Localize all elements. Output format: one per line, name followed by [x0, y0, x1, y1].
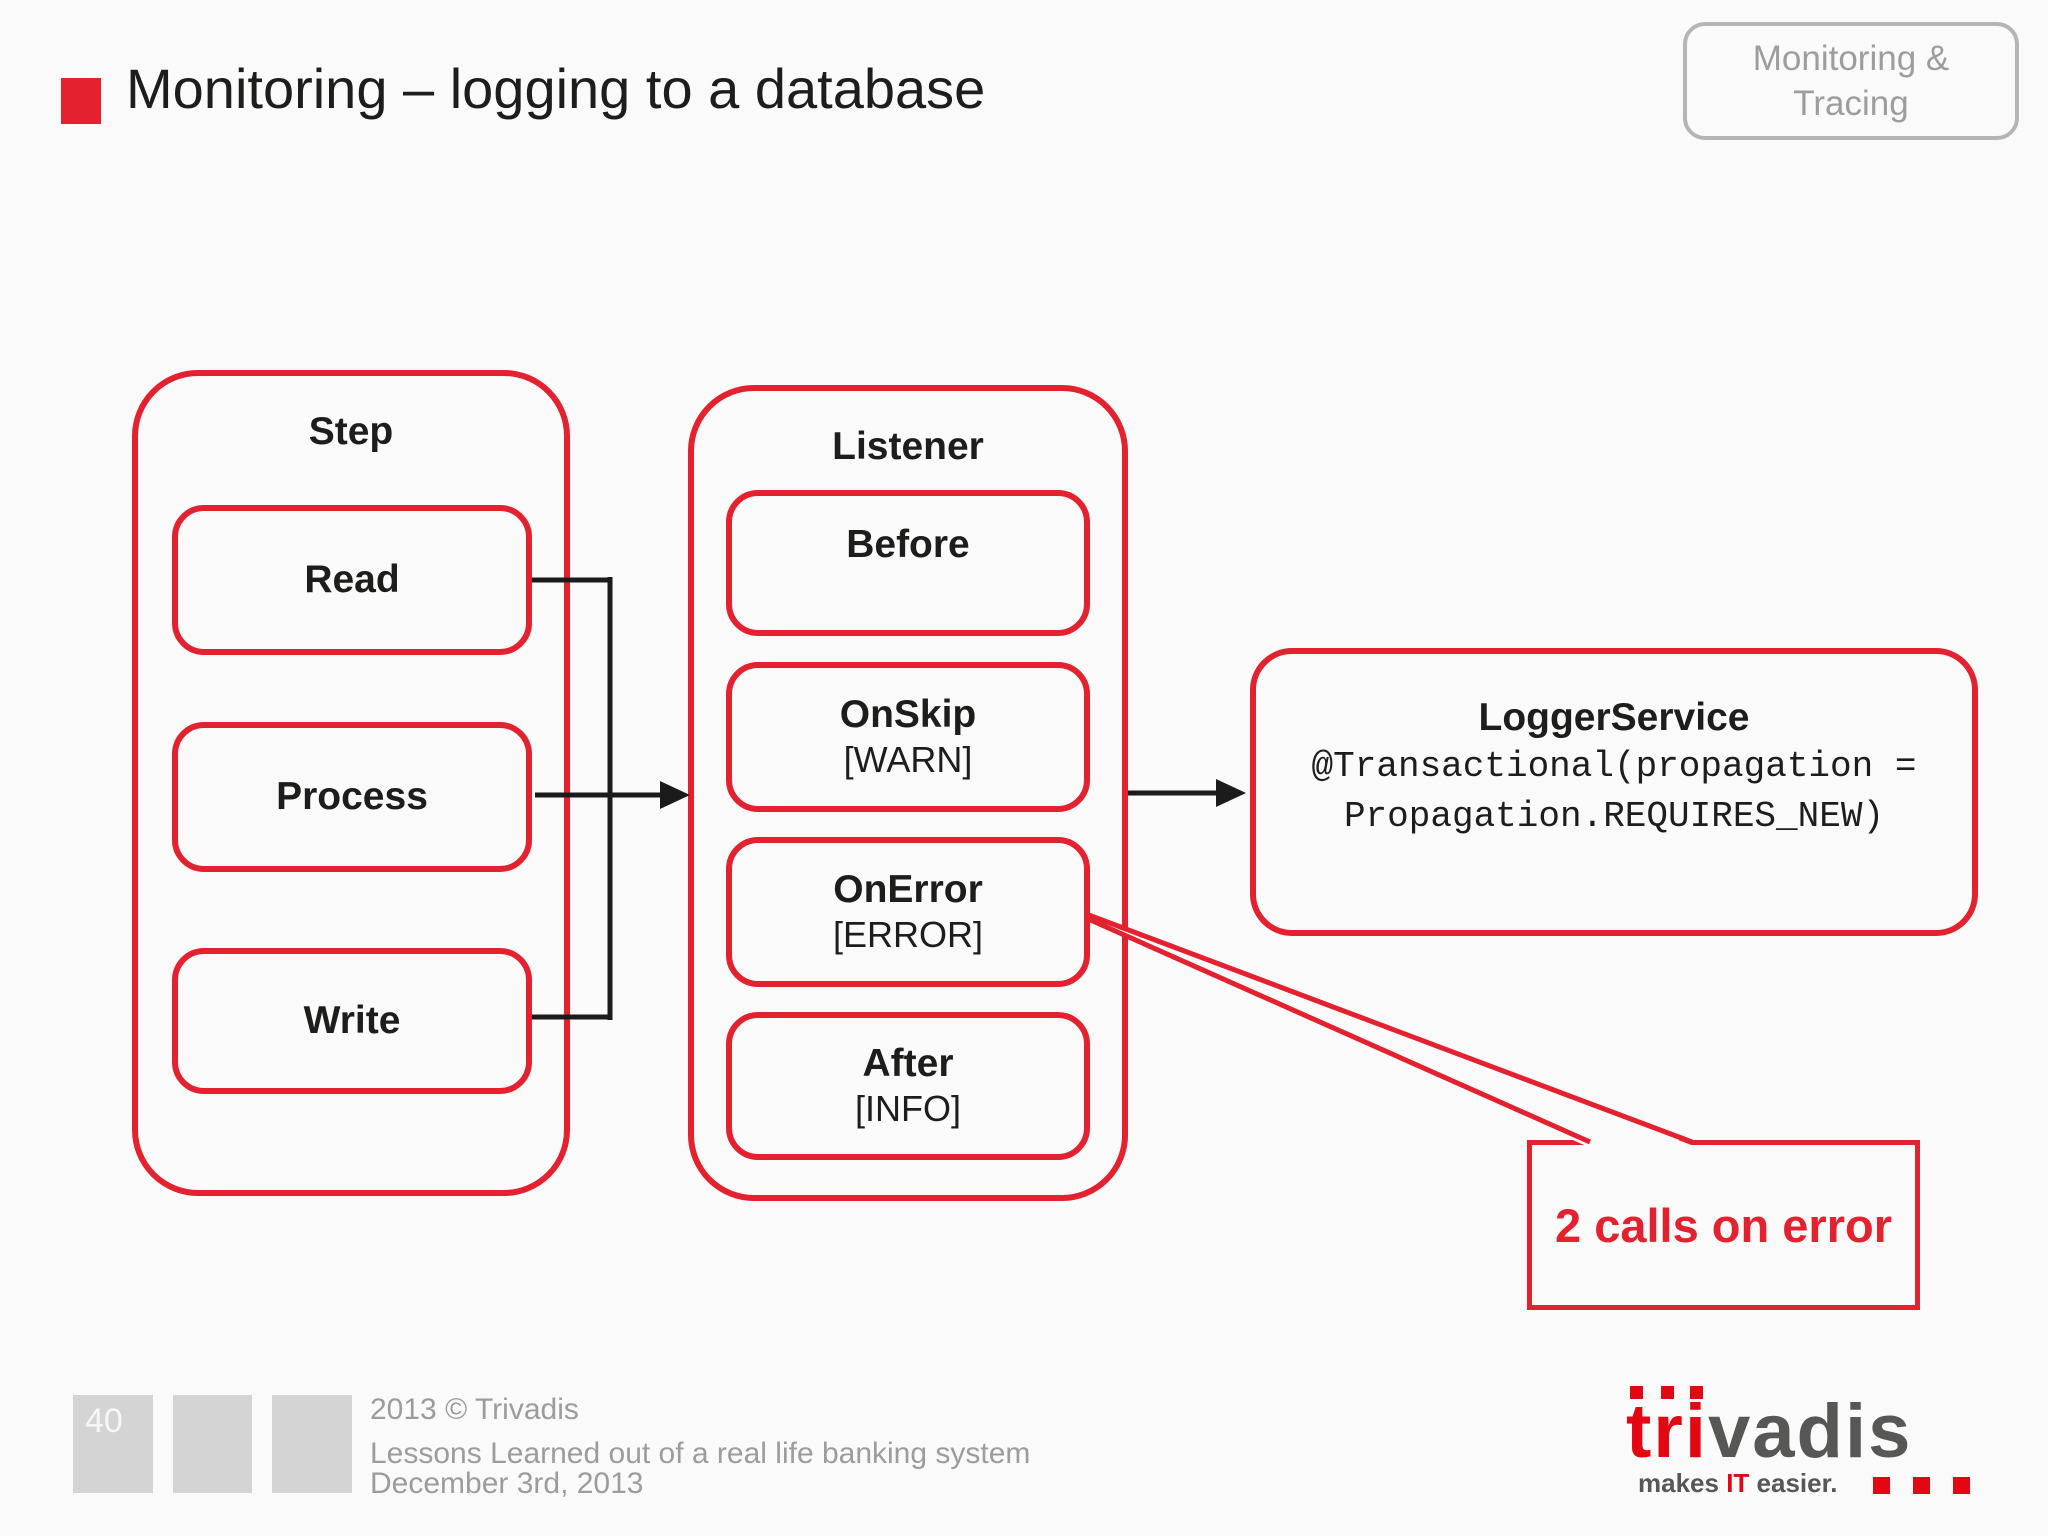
logo-brand-square-icon: [1953, 1477, 1970, 1494]
node-after-level: [INFO]: [855, 1088, 961, 1129]
section-badge-label: Monitoring & Tracing: [1752, 39, 1950, 123]
footer-square-2: [173, 1395, 252, 1493]
logo-brand-red: tri: [1626, 1389, 1708, 1474]
step-group: Step: [132, 370, 570, 1196]
callout-leader-upper: [1085, 911, 1693, 1145]
footer-square-3: [272, 1395, 352, 1493]
node-write: Write: [172, 948, 532, 1094]
page-number: 40: [85, 1402, 123, 1440]
footer-date: December 3rd, 2013: [370, 1467, 644, 1500]
listener-group-label: Listener: [832, 425, 984, 468]
node-onerror-label: OnError: [833, 868, 983, 911]
logo-dot-icon: [1690, 1386, 1703, 1399]
footer-copyright: 2013 © Trivadis: [370, 1393, 579, 1426]
node-read-label: Read: [304, 558, 400, 601]
logger-service-code-line2: Propagation.REQUIRES_NEW): [1343, 796, 1885, 837]
node-after-label: After: [862, 1042, 954, 1085]
listener-group: Listener: [688, 385, 1128, 1201]
node-read: Read: [172, 505, 532, 655]
logo-brand-square-icon: [1913, 1477, 1930, 1494]
title-bullet-icon: [61, 78, 101, 124]
node-before: Before: [726, 490, 1090, 636]
node-onskip: OnSkip [WARN]: [726, 662, 1090, 812]
node-onskip-label: OnSkip: [839, 693, 977, 736]
logo-tagline-it: IT: [1726, 1468, 1750, 1498]
logger-service-code-line1: @Transactional(propagation =: [1311, 746, 1917, 787]
node-onskip-level: [WARN]: [843, 739, 973, 780]
footer-square-page: [73, 1395, 153, 1493]
node-before-label: Before: [846, 523, 970, 566]
node-write-label: Write: [303, 999, 401, 1042]
logo-dot-icon: [1630, 1386, 1643, 1399]
node-process: Process: [172, 722, 532, 872]
logo-tagline-post: easier.: [1749, 1468, 1838, 1498]
logo-dot-icon: [1661, 1386, 1674, 1399]
arrowhead-listener-icon: [660, 781, 690, 809]
logo-brand-square-icon: [1873, 1477, 1890, 1494]
node-onerror-level: [ERROR]: [832, 914, 983, 955]
step-group-label: Step: [308, 410, 394, 453]
footer-subtitle: Lessons Learned out of a real life banki…: [370, 1437, 1031, 1470]
node-after: After [INFO]: [726, 1012, 1090, 1160]
logo-tagline: makes IT easier.: [1638, 1468, 1838, 1499]
arrowhead-logger-icon: [1216, 779, 1246, 807]
node-onerror: OnError [ERROR]: [726, 837, 1090, 987]
trivadis-logo: trivadis: [1626, 1394, 1912, 1470]
node-process-label: Process: [276, 775, 428, 818]
section-badge: Monitoring & Tracing: [1683, 22, 2019, 140]
logo-tagline-pre: makes: [1638, 1468, 1727, 1498]
logger-service-title: LoggerService: [1478, 696, 1750, 739]
callout-text: 2 calls on error: [1555, 1198, 1892, 1252]
node-logger-service: LoggerService @Transactional(propagation…: [1250, 648, 1978, 936]
callout-box: 2 calls on error: [1527, 1140, 1920, 1310]
logo-brand-gray: vadis: [1708, 1389, 1913, 1474]
callout-wedge-fill: [1086, 916, 1694, 1146]
callout-leader-lower: [1084, 915, 1592, 1145]
page-title: Monitoring – logging to a database: [126, 57, 986, 120]
